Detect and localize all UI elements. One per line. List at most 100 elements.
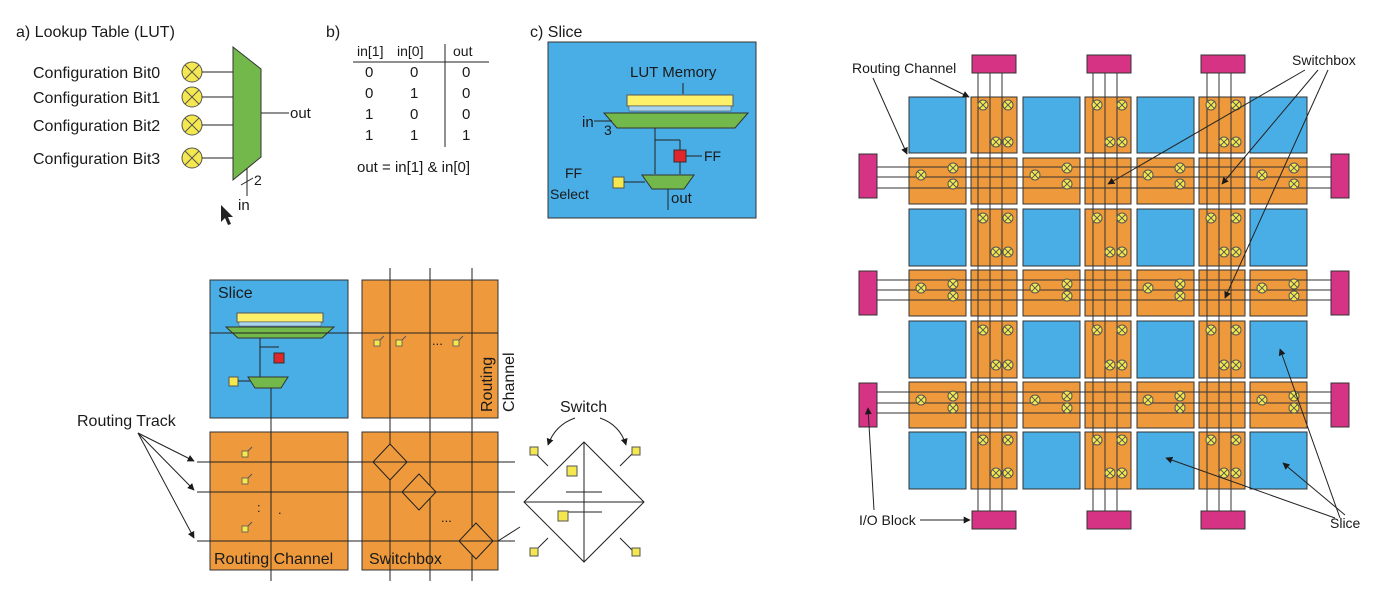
programmable-switch-icon [1116,136,1128,148]
lut-in-label: in [238,197,250,214]
programmable-switch-icon [1116,467,1128,479]
programmable-switch-icon [1288,162,1300,174]
fabric-slice [908,431,967,490]
slice-mux [602,112,750,129]
detail-switchbox-label: Switchbox [369,551,442,568]
fabric-switchbox-label: Switchbox [1292,52,1356,68]
io-block [1330,153,1350,199]
detail-slice-label: Slice [218,285,253,302]
io-block [971,54,1017,74]
programmable-switch-icon [1218,467,1230,479]
io-block [1200,54,1246,74]
programmable-switch-icon [1288,290,1300,302]
programmable-switch-icon [1002,434,1014,446]
fabric-slice-label: Slice [1330,515,1361,531]
programmable-switch-icon [1061,390,1073,402]
fabric-slice [908,320,967,379]
programmable-switch-icon [977,212,989,224]
panel-c-title: c) Slice [530,24,583,41]
tt-header-in1: in[1] [357,43,383,59]
fabric-slice [1136,431,1195,490]
fpga-fabric [858,54,1350,530]
programmable-switch-icon [1002,359,1014,371]
io-block [858,382,878,428]
programmable-switch-icon [1230,359,1242,371]
config-bit-0-label: Configuration Bit0 [33,65,160,82]
programmable-switch-icon [947,402,959,414]
fabric-io-block-label: I/O Block [859,512,917,528]
programmable-switch-icon [947,290,959,302]
lut-memory-label: LUT Memory [630,64,717,81]
fabric-slice [1249,208,1308,267]
fabric-slice [1022,320,1081,379]
fabric-slice [1249,96,1308,154]
slice-bus-width: 3 [604,122,612,138]
io-block [1200,510,1246,530]
tt-equation: out = in[1] & in[0] [357,159,470,176]
detail-dot: . [278,502,282,517]
programmable-switch-icon [1104,359,1116,371]
fabric-routing-channel [1136,157,1195,205]
slice-in-label: in [582,114,594,131]
programmable-switch-icon [1288,402,1300,414]
programmable-switch-icon [1205,212,1217,224]
programmable-switch-icon [1288,278,1300,290]
svg-text:0: 0 [462,64,470,81]
programmable-switch-icon [915,169,927,181]
programmable-switch-icon [1174,278,1186,290]
switch-detail: Switch [497,399,645,563]
programmable-switch-icon [947,278,959,290]
config-bit-3-label: Configuration Bit3 [33,151,160,168]
programmable-switch-icon [1002,467,1014,479]
fabric-slice [908,208,967,267]
programmable-switch-icon [947,178,959,190]
fabric-routing-channel-label: Routing Channel [852,60,956,76]
io-block [1330,382,1350,428]
fabric-annotations: Routing Channel Switchbox I/O Block Slic… [852,52,1361,531]
fabric-slice [1249,320,1308,379]
programmable-switch-icon [1116,434,1128,446]
config-bit-1-label: Configuration Bit1 [33,90,160,107]
programmable-switch-icon [990,359,1002,371]
ff-select-label-1: FF [565,165,582,181]
programmable-switch-icon [1104,136,1116,148]
io-block [1086,54,1132,74]
programmable-switch-icon [915,282,927,294]
tt-header-out: out [453,43,473,59]
programmable-switch-icon [1205,99,1217,111]
programmable-switch-icon [1002,324,1014,336]
programmable-switch-icon [1174,178,1186,190]
programmable-switch-icon [1205,324,1217,336]
programmable-switch-icon [1230,99,1242,111]
programmable-switch-icon [1230,212,1242,224]
io-block [858,153,878,199]
tt-row: 0 1 0 [365,85,470,102]
programmable-switch-icon [990,136,1002,148]
programmable-switch-icon [1029,169,1041,181]
tt-row: 1 0 0 [365,106,470,123]
programmable-switch-icon [1091,434,1103,446]
programmable-switch-icon [1174,390,1186,402]
programmable-switch-icon [915,394,927,406]
programmable-switch-icon [1061,290,1073,302]
ff-select-label-2: Select [550,186,589,202]
detail-ellipsis-1: ... [432,333,443,348]
detail-ellipsis-2: ... [441,510,452,525]
detail-routing-channel-label: Routing Channel [214,551,333,568]
programmable-switch-icon [1002,136,1014,148]
fabric-switchbox [970,157,1018,205]
svg-text:1: 1 [410,127,418,144]
programmable-switch-icon [1104,246,1116,258]
fabric-routing-channel [1136,269,1195,317]
ff-label: FF [704,148,721,164]
svg-text:1: 1 [410,85,418,102]
programmable-switch-icon [1288,178,1300,190]
svg-text:1: 1 [365,106,373,123]
programmable-switch-icon [529,446,641,557]
svg-text:1: 1 [365,127,373,144]
programmable-switch-icon [1142,394,1154,406]
programmable-switch-icon [990,246,1002,258]
fabric-slice [1022,96,1081,154]
programmable-switch-icon [1174,402,1186,414]
